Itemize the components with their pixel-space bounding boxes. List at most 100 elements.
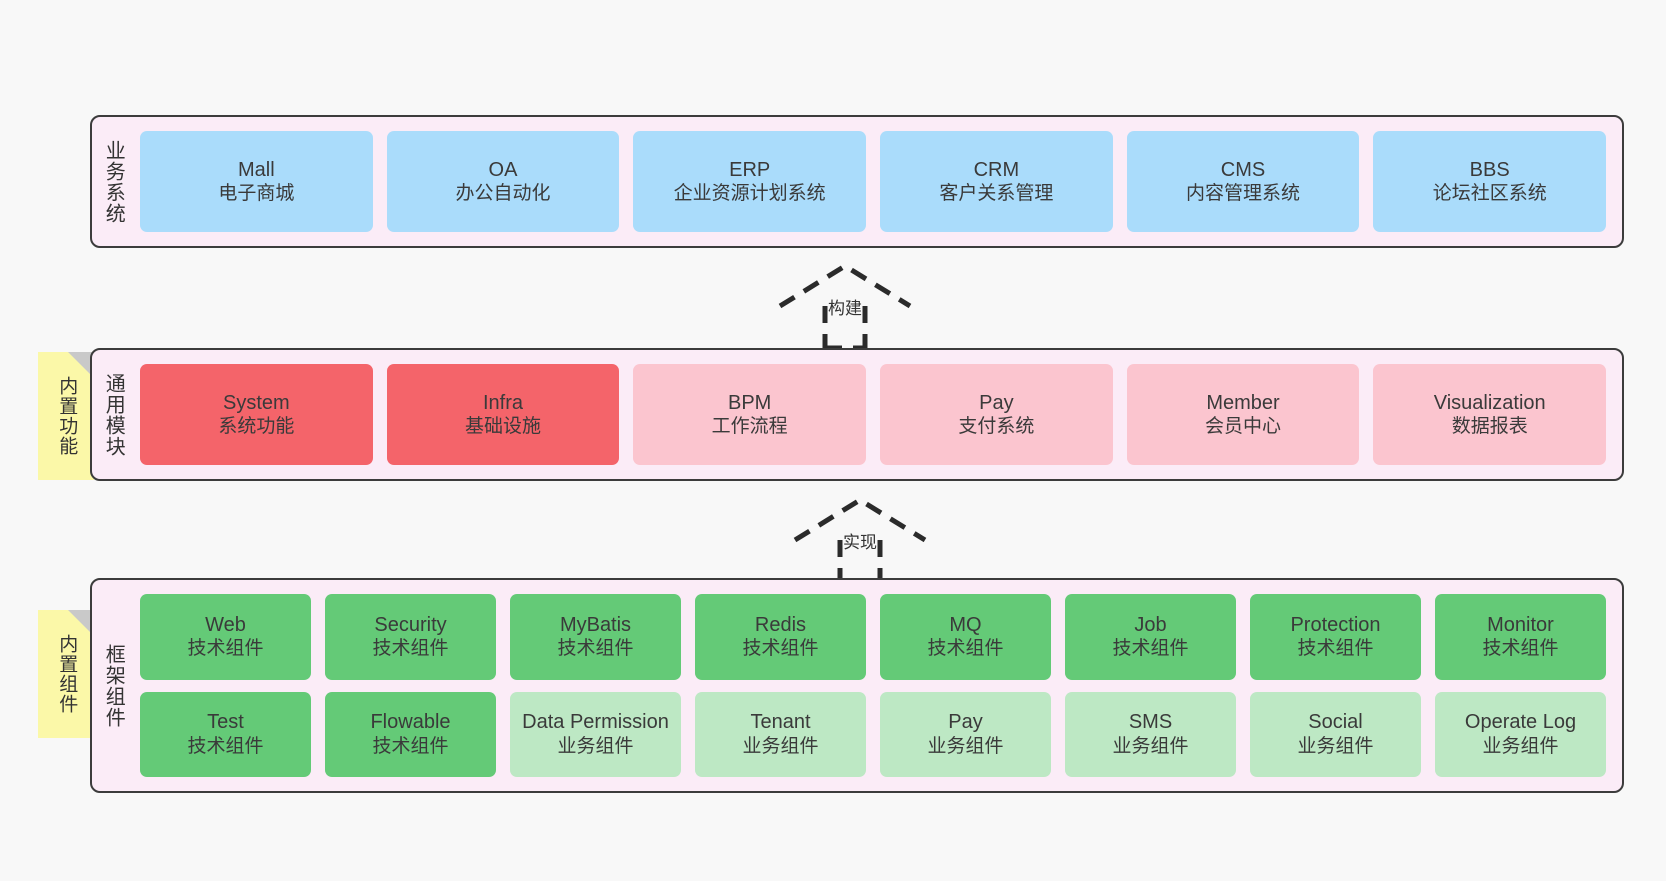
card-operate-log-title: Operate Log: [1464, 711, 1577, 734]
card-data-permission-subtitle: 业务组件: [557, 735, 634, 757]
card-bpm-subtitle: 工作流程: [711, 416, 788, 438]
card-visualization-subtitle: 数据报表: [1451, 416, 1528, 438]
card-monitor-subtitle: 技术组件: [1482, 638, 1559, 660]
card-member-subtitle: 会员中心: [1205, 416, 1282, 438]
card-redis[interactable]: Redis 技术组件: [695, 594, 866, 680]
arrow-build: 构建: [760, 258, 930, 351]
card-monitor-title: Monitor: [1487, 613, 1554, 636]
card-tenant-title: Tenant: [750, 711, 811, 734]
card-pay-component-title: Pay: [948, 711, 983, 734]
common-modules-card-row: System 系统功能 Infra 基础设施 BPM 工作流程 Pay 支付系统…: [134, 350, 1622, 479]
card-pay-module-title: Pay: [979, 391, 1014, 414]
framework-components-grid: Web 技术组件 Security 技术组件 MyBatis 技术组件 Redi…: [134, 580, 1622, 791]
note-fold-corner-icon-2: [68, 610, 94, 636]
card-flowable[interactable]: Flowable 技术组件: [325, 691, 496, 777]
card-flowable-subtitle: 技术组件: [372, 735, 449, 757]
card-mybatis-subtitle: 技术组件: [557, 638, 634, 660]
card-sms[interactable]: SMS 业务组件: [1065, 691, 1236, 777]
card-social-title: Social: [1308, 711, 1363, 734]
card-mq-subtitle: 技术组件: [927, 638, 1004, 660]
sticky-note-builtin-features-label: 内置功能: [56, 376, 78, 456]
card-security[interactable]: Security 技术组件: [325, 594, 496, 680]
card-erp-title: ERP: [729, 158, 771, 181]
card-data-permission[interactable]: Data Permission 业务组件: [510, 691, 681, 777]
arrow-build-label: 构建: [828, 299, 862, 318]
card-crm[interactable]: CRM 客户关系管理: [880, 131, 1113, 232]
sticky-note-builtin-components-label: 内置组件: [56, 634, 78, 714]
card-tenant-subtitle: 业务组件: [742, 735, 819, 757]
card-web[interactable]: Web 技术组件: [140, 594, 311, 680]
card-oa[interactable]: OA 办公自动化: [386, 131, 620, 232]
layer-framework-components: 框架组件 Web 技术组件 Security 技术组件 MyBatis 技术组件…: [90, 578, 1624, 793]
card-system[interactable]: System 系统功能: [140, 364, 373, 465]
arrow-implement: 实现: [775, 492, 945, 585]
card-mq-title: MQ: [949, 613, 982, 636]
card-tenant[interactable]: Tenant 业务组件: [695, 691, 866, 777]
card-job-subtitle: 技术组件: [1112, 638, 1189, 660]
card-member-title: Member: [1206, 391, 1280, 414]
card-bbs-subtitle: 论坛社区系统: [1432, 183, 1547, 205]
card-protection-subtitle: 技术组件: [1297, 638, 1374, 660]
card-visualization[interactable]: Visualization 数据报表: [1373, 364, 1607, 465]
card-pay-component[interactable]: Pay 业务组件: [880, 691, 1051, 777]
card-pay-component-subtitle: 业务组件: [927, 735, 1004, 757]
card-cms[interactable]: CMS 内容管理系统: [1126, 131, 1360, 232]
card-protection-title: Protection: [1290, 613, 1381, 636]
layer-business-systems: 业务系统 Mall 电子商城 OA 办公自动化 ERP 企业资源计划系统 CRM…: [90, 115, 1624, 248]
layer-title-framework-components: 框架组件: [102, 643, 125, 728]
card-operate-log-subtitle: 业务组件: [1482, 735, 1559, 757]
card-operate-log[interactable]: Operate Log 业务组件: [1435, 691, 1606, 777]
card-bbs[interactable]: BBS 论坛社区系统: [1373, 131, 1607, 232]
card-mall-title: Mall: [238, 158, 275, 181]
card-pay-module-subtitle: 支付系统: [958, 416, 1035, 438]
card-infra-title: Infra: [482, 391, 524, 414]
card-test-title: Test: [207, 711, 244, 734]
card-sms-title: SMS: [1128, 711, 1173, 734]
card-protection[interactable]: Protection 技术组件: [1250, 594, 1421, 680]
card-bpm-title: BPM: [728, 391, 772, 414]
card-flowable-title: Flowable: [370, 711, 451, 734]
card-security-subtitle: 技术组件: [372, 638, 449, 660]
card-mybatis[interactable]: MyBatis 技术组件: [510, 594, 681, 680]
card-job-title: Job: [1134, 613, 1167, 636]
card-data-permission-title: Data Permission: [522, 711, 669, 734]
card-web-title: Web: [205, 613, 246, 636]
card-pay-module[interactable]: Pay 支付系统: [880, 364, 1113, 465]
card-web-subtitle: 技术组件: [187, 638, 264, 660]
layer-common-modules: 通用模块 System 系统功能 Infra 基础设施 BPM 工作流程 Pay…: [90, 348, 1624, 481]
framework-tech-row: Web 技术组件 Security 技术组件 MyBatis 技术组件 Redi…: [140, 594, 1606, 680]
card-bbs-title: BBS: [1469, 158, 1510, 181]
card-erp-subtitle: 企业资源计划系统: [673, 183, 826, 205]
card-member[interactable]: Member 会员中心: [1126, 364, 1360, 465]
layer-title-common-modules: 通用模块: [102, 372, 125, 457]
card-crm-subtitle: 客户关系管理: [939, 183, 1054, 205]
card-cms-title: CMS: [1220, 158, 1266, 181]
card-social[interactable]: Social 业务组件: [1250, 691, 1421, 777]
card-redis-subtitle: 技术组件: [742, 638, 819, 660]
card-sms-subtitle: 业务组件: [1112, 735, 1189, 757]
card-oa-title: OA: [488, 158, 518, 181]
arrow-implement-label: 实现: [843, 533, 877, 552]
card-oa-subtitle: 办公自动化: [455, 183, 551, 205]
sticky-note-builtin-features: 内置功能: [38, 352, 94, 480]
card-mall[interactable]: Mall 电子商城: [140, 131, 373, 232]
note-fold-corner-icon: [68, 352, 94, 378]
card-system-title: System: [222, 391, 290, 414]
card-test[interactable]: Test 技术组件: [140, 691, 311, 777]
card-erp[interactable]: ERP 企业资源计划系统: [633, 131, 867, 232]
card-test-subtitle: 技术组件: [187, 735, 264, 757]
card-job[interactable]: Job 技术组件: [1065, 594, 1236, 680]
card-mq[interactable]: MQ 技术组件: [880, 594, 1051, 680]
sticky-note-builtin-components: 内置组件: [38, 610, 94, 738]
card-mall-subtitle: 电子商城: [218, 183, 295, 205]
card-crm-title: CRM: [973, 158, 1020, 181]
card-infra[interactable]: Infra 基础设施: [386, 364, 620, 465]
layer-title-business-systems: 业务系统: [102, 139, 125, 224]
card-cms-subtitle: 内容管理系统: [1186, 183, 1301, 205]
framework-business-row: Test 技术组件 Flowable 技术组件 Data Permission …: [140, 691, 1606, 777]
card-bpm[interactable]: BPM 工作流程: [633, 364, 867, 465]
card-social-subtitle: 业务组件: [1297, 735, 1374, 757]
card-monitor[interactable]: Monitor 技术组件: [1435, 594, 1606, 680]
card-security-title: Security: [374, 613, 447, 636]
